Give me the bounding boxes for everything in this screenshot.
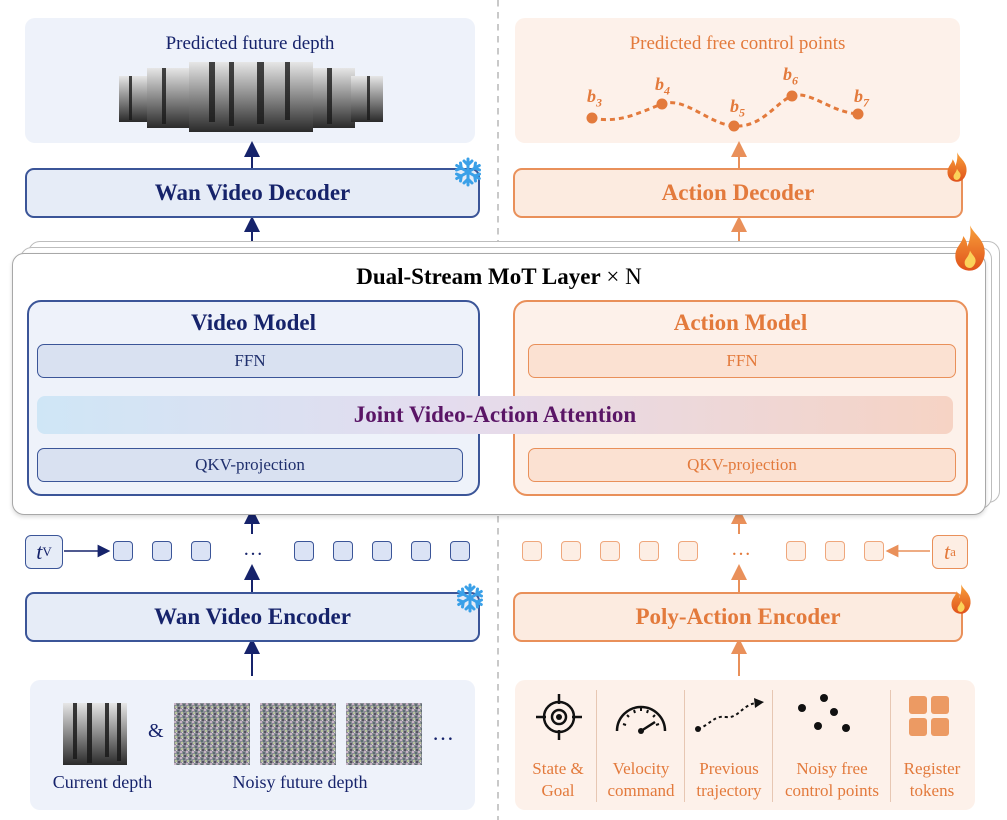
- control-point: [656, 98, 668, 110]
- control-point: [728, 120, 740, 132]
- action-token: [864, 541, 884, 561]
- joint-attention-bar: [37, 396, 953, 434]
- input-divider: [684, 690, 685, 802]
- input-divider: [596, 690, 597, 802]
- noisy-future-depth-label: Noisy future depth: [232, 771, 368, 792]
- control-point: [786, 90, 798, 102]
- video-token: [372, 541, 392, 561]
- control-points-curve: [586, 90, 864, 132]
- video-token: [411, 541, 431, 561]
- action-decoder: Action Decoder: [513, 168, 963, 218]
- action-model-title: Action Model: [673, 310, 808, 335]
- action-token: [522, 541, 542, 561]
- action-inputs-panel: [515, 680, 975, 810]
- point-label-b4: b4: [655, 74, 670, 98]
- trajectory-icon: [695, 698, 764, 732]
- joint-attention-label: Joint Video-Action Attention: [353, 402, 637, 427]
- ampersand: &: [148, 720, 164, 742]
- mot-title: Dual-Stream MoT Layer × N: [356, 264, 642, 289]
- action-token: [825, 541, 845, 561]
- action-token: [639, 541, 659, 561]
- grid-tokens-icon: [909, 696, 949, 736]
- input-divider: [772, 690, 773, 802]
- frames-ellipsis: …: [432, 720, 454, 745]
- current-depth-label: Current depth: [52, 771, 153, 792]
- fire-icon: [944, 151, 970, 183]
- fire-icon: [948, 583, 974, 615]
- scatter-points-icon: [798, 694, 850, 732]
- video-token: [113, 541, 133, 561]
- speedometer-icon: [615, 705, 667, 734]
- video-token: [191, 541, 211, 561]
- action-ffn: FFN: [528, 344, 956, 378]
- point-label-b6: b6: [783, 64, 798, 88]
- point-label-b5: b5: [730, 96, 745, 120]
- noisy-depth-frame: [260, 703, 336, 765]
- snowflake-icon: [455, 583, 485, 613]
- action-token: [678, 541, 698, 561]
- predicted-depth-title: Predicted future depth: [165, 33, 335, 54]
- action-token: [600, 541, 620, 561]
- control-point: [586, 112, 598, 124]
- target-icon: [536, 694, 582, 740]
- point-label-b7: b7: [854, 86, 869, 110]
- video-model-title: Video Model: [191, 310, 316, 335]
- video-token: [333, 541, 353, 561]
- video-ffn: FFN: [37, 344, 463, 378]
- action-qkv-projection: QKV-projection: [528, 448, 956, 482]
- control-points-title: Predicted free control points: [629, 33, 846, 54]
- current-depth-image: [63, 703, 127, 765]
- video-token-ellipsis: …: [243, 538, 263, 560]
- noisy-depth-frame: [174, 703, 250, 765]
- wan-video-encoder: Wan Video Encoder: [25, 592, 480, 642]
- action-token: [786, 541, 806, 561]
- wan-video-decoder: Wan Video Decoder: [25, 168, 480, 218]
- state-goal-label: State &Goal: [532, 759, 584, 800]
- video-token: [294, 541, 314, 561]
- point-label-b3: b3: [587, 86, 602, 110]
- noisy-depth-frame: [346, 703, 422, 765]
- snowflake-icon: [453, 157, 483, 187]
- poly-action-encoder: Poly-Action Encoder: [513, 592, 963, 642]
- control-point: [852, 108, 864, 120]
- input-divider: [890, 690, 891, 802]
- video-token: [450, 541, 470, 561]
- depth-filmstrip: [117, 62, 387, 132]
- action-token-ellipsis: …: [731, 538, 751, 560]
- action-token: [561, 541, 581, 561]
- video-qkv-projection: QKV-projection: [37, 448, 463, 482]
- video-token: [152, 541, 172, 561]
